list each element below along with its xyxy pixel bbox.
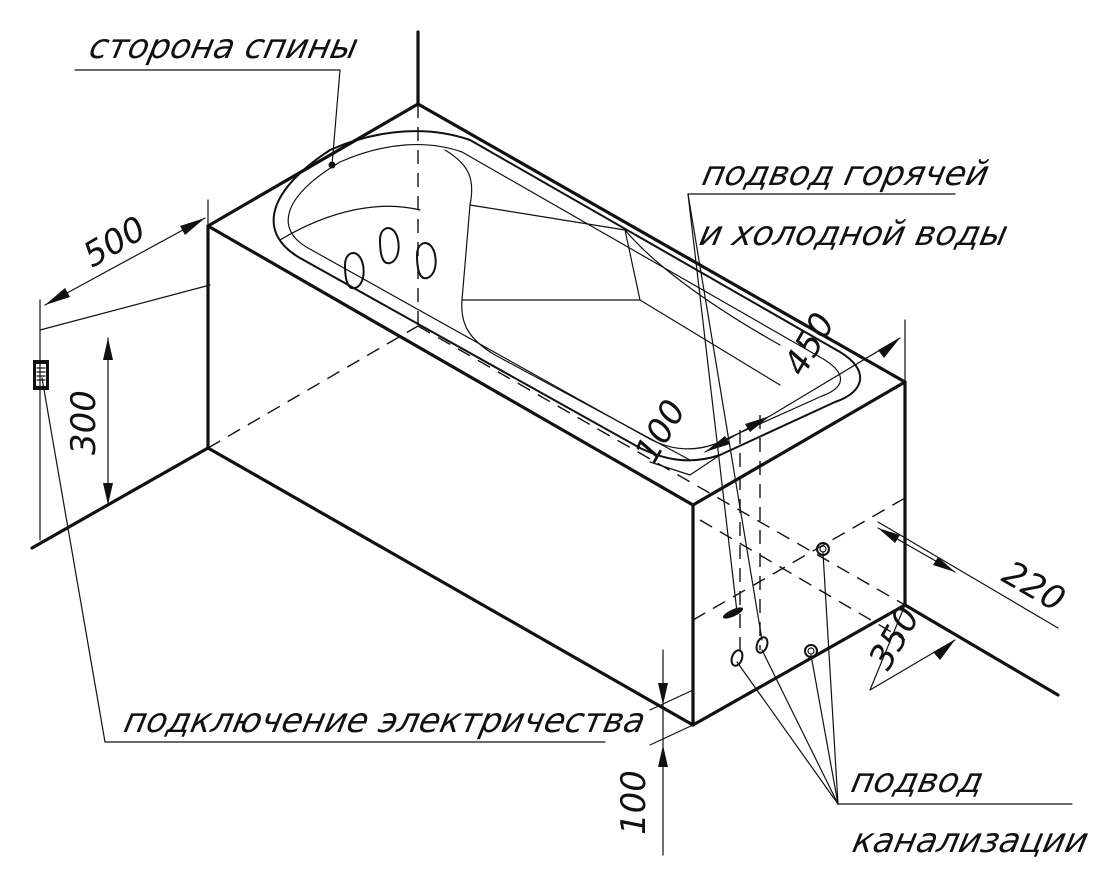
- dim-500: 500: [77, 209, 153, 276]
- leader-lines: [41, 69, 1073, 805]
- dim-300: 300: [64, 390, 104, 455]
- electrical-socket-icon: [33, 360, 49, 390]
- label-electric-connection: подключение электричества: [121, 701, 650, 741]
- label-water-supply-1: подвод горячей: [699, 154, 993, 194]
- label-back-side: сторона спины: [86, 27, 362, 67]
- dim-100-top: 100: [627, 393, 694, 469]
- connection-points: [328, 161, 830, 667]
- dim-100-bottom: 100: [614, 770, 654, 835]
- bathtub-box: [206, 102, 907, 727]
- label-water-supply-2: и холодной воды: [696, 214, 1011, 254]
- text-labels: сторона спины подвод горячей и холодной …: [86, 27, 1092, 861]
- dim-220: 220: [996, 553, 1072, 620]
- hidden-lines: [207, 104, 906, 650]
- dim-450: 450: [776, 306, 843, 382]
- dimension-lines: [39, 199, 1059, 856]
- label-drain-1: подвод: [848, 761, 987, 801]
- bathtub-bowl: [272, 130, 861, 476]
- headrest-knobs: [344, 227, 437, 290]
- label-drain-2: канализации: [849, 821, 1092, 861]
- dimension-texts: 500 300 450 100 220 350 100: [64, 209, 1072, 835]
